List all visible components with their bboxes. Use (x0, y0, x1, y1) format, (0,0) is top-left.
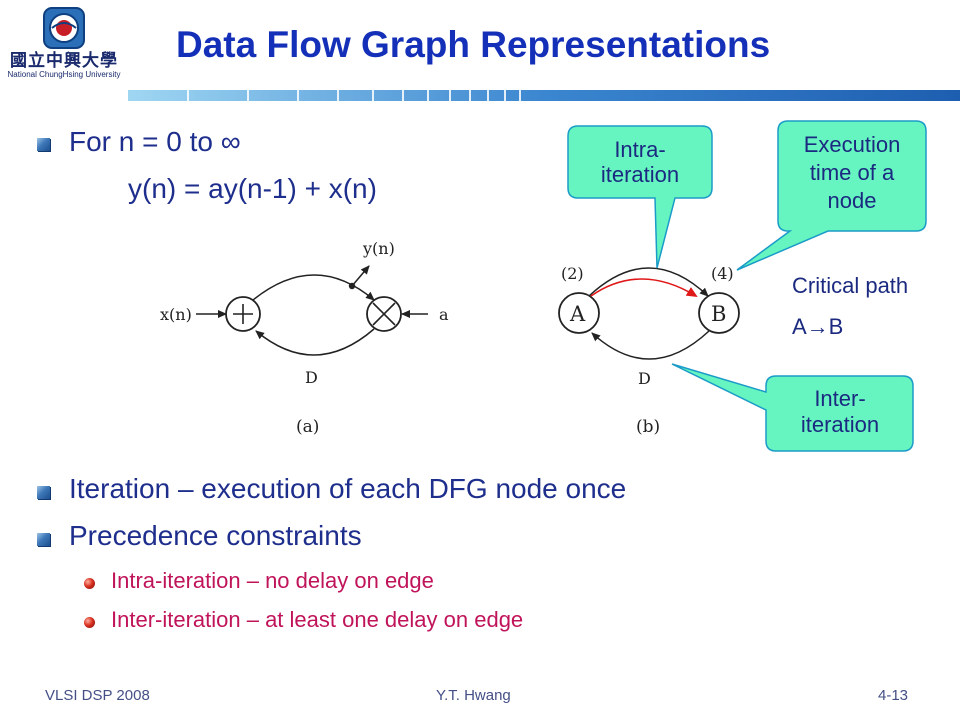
exec-time-a: (2) (561, 264, 584, 283)
node-a (558, 292, 600, 334)
output-edge (351, 265, 370, 287)
sub-bullet-intra: Intra-iteration – no delay on edge (111, 568, 434, 593)
bullet-for-loop: For n = 0 to ∞ (69, 126, 241, 157)
bullet-square-icon (37, 138, 50, 151)
sub-bullet-dot-icon (84, 578, 95, 589)
callout-exec-line1: Execution (804, 132, 901, 157)
footer-page-number: 4-13 (878, 687, 909, 704)
diagram-a: x(n) y(n) a D (a) (160, 239, 449, 437)
callout-inter-line2: iteration (801, 412, 879, 437)
page-title: Data Flow Graph Representations (176, 24, 771, 65)
logo-emblem-icon (43, 7, 85, 49)
coef-label: a (439, 305, 449, 324)
caption-b: (b) (636, 417, 660, 437)
logo-chinese-text: 國立中興大學 (10, 51, 118, 71)
university-logo (8, 6, 120, 94)
critical-path-label: Critical path (792, 273, 909, 298)
bullet-precedence: Precedence constraints (69, 520, 362, 551)
node-b (698, 292, 740, 334)
footer-course: VLSI DSP 2008 (45, 687, 150, 704)
delay-label-b: D (638, 369, 651, 388)
delay-label-a: D (305, 368, 318, 387)
delay-edge (255, 328, 375, 356)
callout-inter-line1: Inter- (814, 386, 865, 411)
logo-english-text: National ChungHsing University (7, 70, 121, 79)
footer-author: Y.T. Hwang (436, 687, 511, 704)
output-label: y(n) (362, 239, 395, 258)
node-b-label: B (711, 302, 726, 326)
sub-bullet-inter: Inter-iteration – at least one delay on … (111, 607, 524, 632)
intra-edge (588, 267, 709, 297)
sub-bullet-dot-icon (84, 617, 95, 628)
exec-time-b: (4) (711, 264, 734, 283)
diagram-b: A B (2) (4) D (b) (558, 264, 740, 437)
bullet-equation: y(n) = ay(n-1) + x(n) (128, 173, 377, 204)
bullet-square-icon (37, 486, 50, 499)
callout-intra-line1: Intra- (614, 137, 665, 162)
callout-intra-line2: iteration (601, 162, 679, 187)
critical-path-arrow (590, 278, 698, 298)
caption-a: (a) (296, 417, 319, 437)
bullet-iteration: Iteration – execution of each DFG node o… (69, 473, 627, 504)
input-label: x(n) (160, 305, 192, 324)
callout-exec-line2: time of a (810, 160, 895, 185)
callout-exec-line3: node (828, 188, 877, 213)
forward-edge (252, 274, 375, 301)
critical-path-value: A→B (792, 314, 844, 339)
callout-exec-time: Execution time of a node (736, 120, 927, 271)
bullet-square-icon (37, 533, 50, 546)
node-a-label: A (569, 302, 586, 326)
title-underline-bar (128, 90, 960, 101)
callout-intra: Intra- iteration (567, 125, 713, 269)
inter-edge (591, 330, 710, 360)
callout-inter: Inter- iteration (671, 363, 914, 452)
